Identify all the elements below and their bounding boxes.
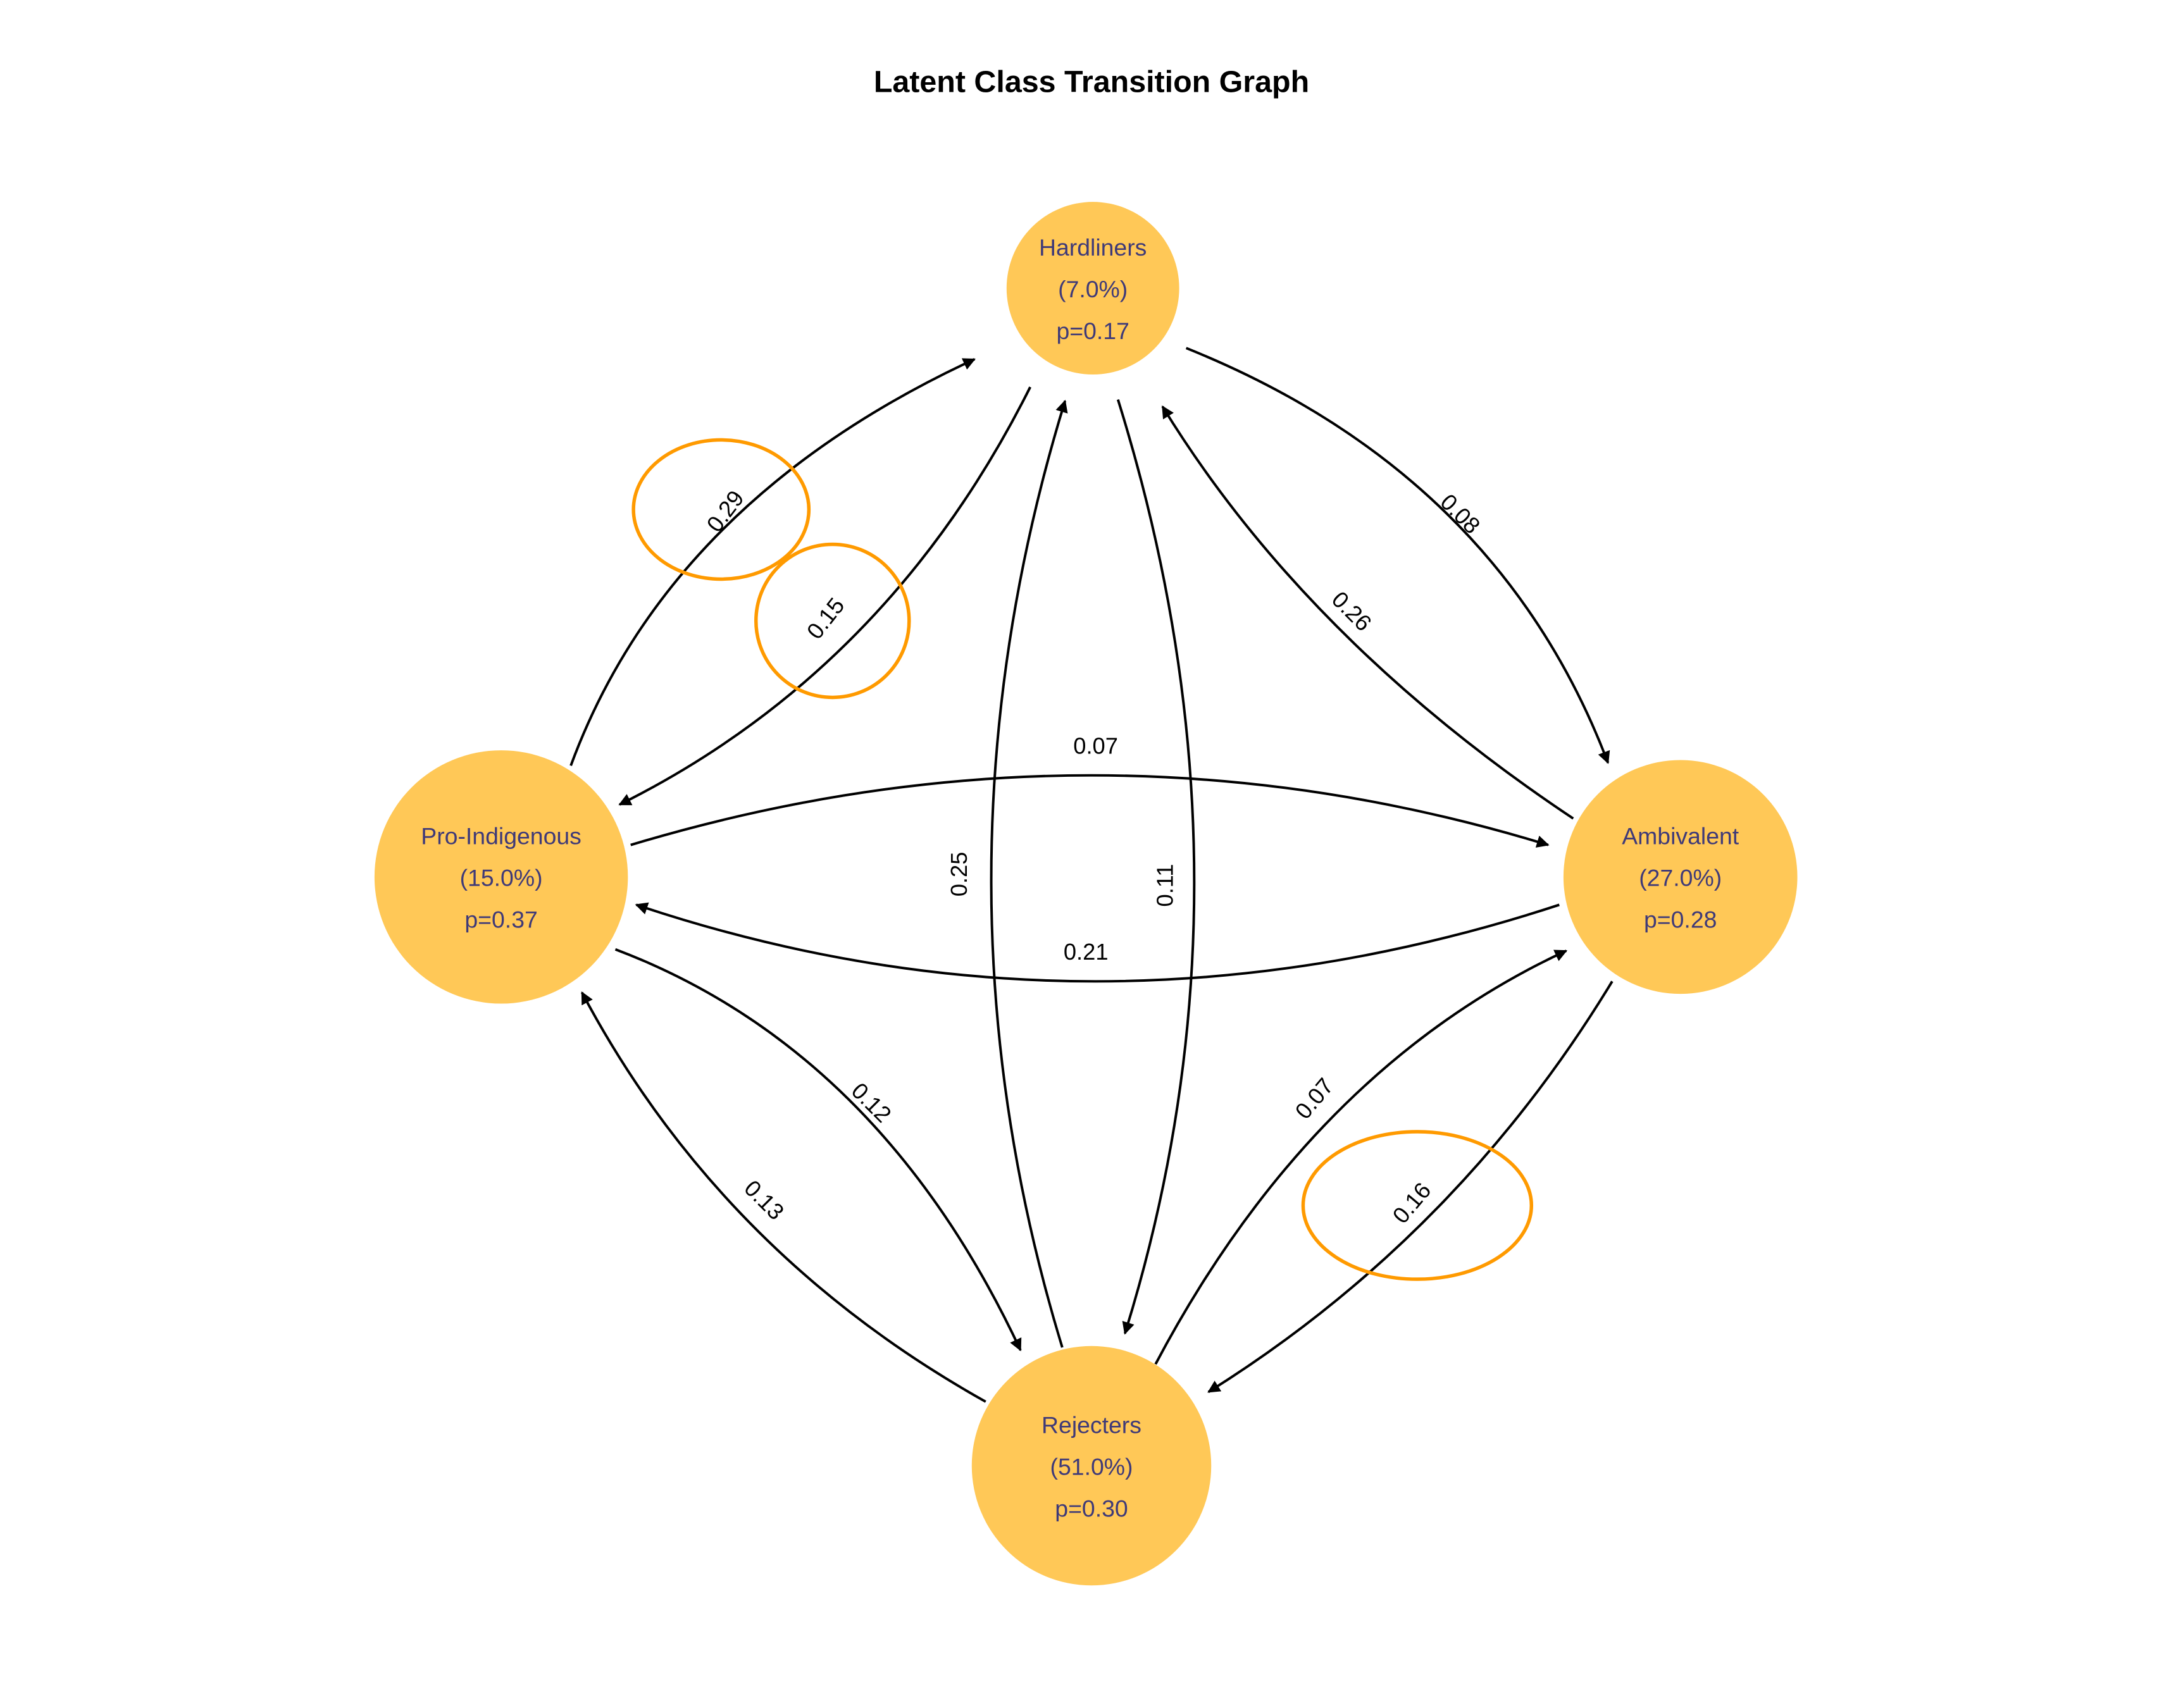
edge-probability-label: 0.16 [1388,1177,1436,1228]
edge-arrow [614,948,1022,1352]
edge-amb-to-rej: 0.16 [1207,981,1614,1394]
node-name-label: Pro-Indigenous [421,823,582,850]
edge-arrow [1116,399,1196,1335]
edge-rej-to-pro: 0.13 [580,991,986,1403]
edge-pro-to-amb: 0.07 [630,733,1550,848]
node-hardliners: Hardliners (7.0%) p=0.17 [1006,202,1179,375]
edge-amb-to-pro: 0.21 [635,902,1560,983]
node-circle [1563,760,1798,994]
edge-arrow [990,399,1068,1348]
edge-arrow [630,774,1550,848]
edge-arrow [635,902,1560,983]
node-name-label: Hardliners [1039,234,1147,261]
node-share-label: (7.0%) [1058,276,1128,302]
graph-title: Latent Class Transition Graph [874,65,1309,99]
edge-arrow [618,386,1031,806]
highlight-ellipse [1301,1130,1534,1281]
node-p-label: p=0.37 [464,907,537,933]
edge-probability-label: 0.07 [1073,733,1118,758]
edges-layer: 0.290.15 0.08 0.26 0.07 0.21 0.25 0.11 0.12 0.13… [569,347,1614,1403]
edge-rej-to-hardliners: 0.25 [946,399,1068,1348]
edge-arrow [1154,950,1568,1365]
node-p-label: p=0.28 [1644,907,1717,933]
edge-probability-label: 0.26 [1327,586,1377,636]
node-circle [1006,202,1179,375]
edge-hardliners-to-amb: 0.08 [1185,347,1610,764]
node-name-label: Ambivalent [1622,823,1739,850]
edge-probability-label: 0.07 [1290,1073,1339,1123]
node-share-label: (27.0%) [1639,865,1722,891]
edge-probability-label: 0.25 [946,852,972,897]
node-name-label: Rejecters [1042,1411,1141,1438]
node-p-label: p=0.30 [1055,1495,1128,1521]
node-pro: Pro-Indigenous (15.0%) p=0.37 [374,750,628,1004]
edge-hardliners-to-pro: 0.15 [618,386,1031,806]
node-amb: Ambivalent (27.0%) p=0.28 [1563,760,1798,994]
node-share-label: (15.0%) [460,865,543,891]
edge-pro-to-hardliners: 0.29 [569,358,976,766]
edge-probability-label: 0.13 [739,1175,789,1225]
edge-arrow [569,358,976,766]
edge-pro-to-rej: 0.12 [614,948,1022,1352]
highlight-ellipse [754,542,911,700]
node-rej: Rejecters (51.0%) p=0.30 [971,1346,1212,1586]
edge-probability-label: 0.21 [1064,939,1109,965]
edge-probability-label: 0.11 [1152,864,1178,907]
edge-arrow [1207,981,1614,1394]
node-p-label: p=0.17 [1056,318,1129,344]
node-circle [374,750,628,1004]
edge-probability-label: 0.15 [802,593,850,644]
edge-amb-to-hardliners: 0.26 [1161,405,1574,820]
edge-arrow [580,991,986,1403]
node-circle [971,1346,1212,1586]
edge-hardliners-to-rej: 0.11 [1116,399,1196,1335]
edge-arrow [1161,405,1574,820]
node-share-label: (51.0%) [1050,1453,1133,1480]
edge-probability-label: 0.12 [847,1077,897,1127]
edge-probability-label: 0.08 [1435,489,1485,539]
edge-arrow [1185,347,1610,764]
highlight-ellipse [631,438,811,581]
